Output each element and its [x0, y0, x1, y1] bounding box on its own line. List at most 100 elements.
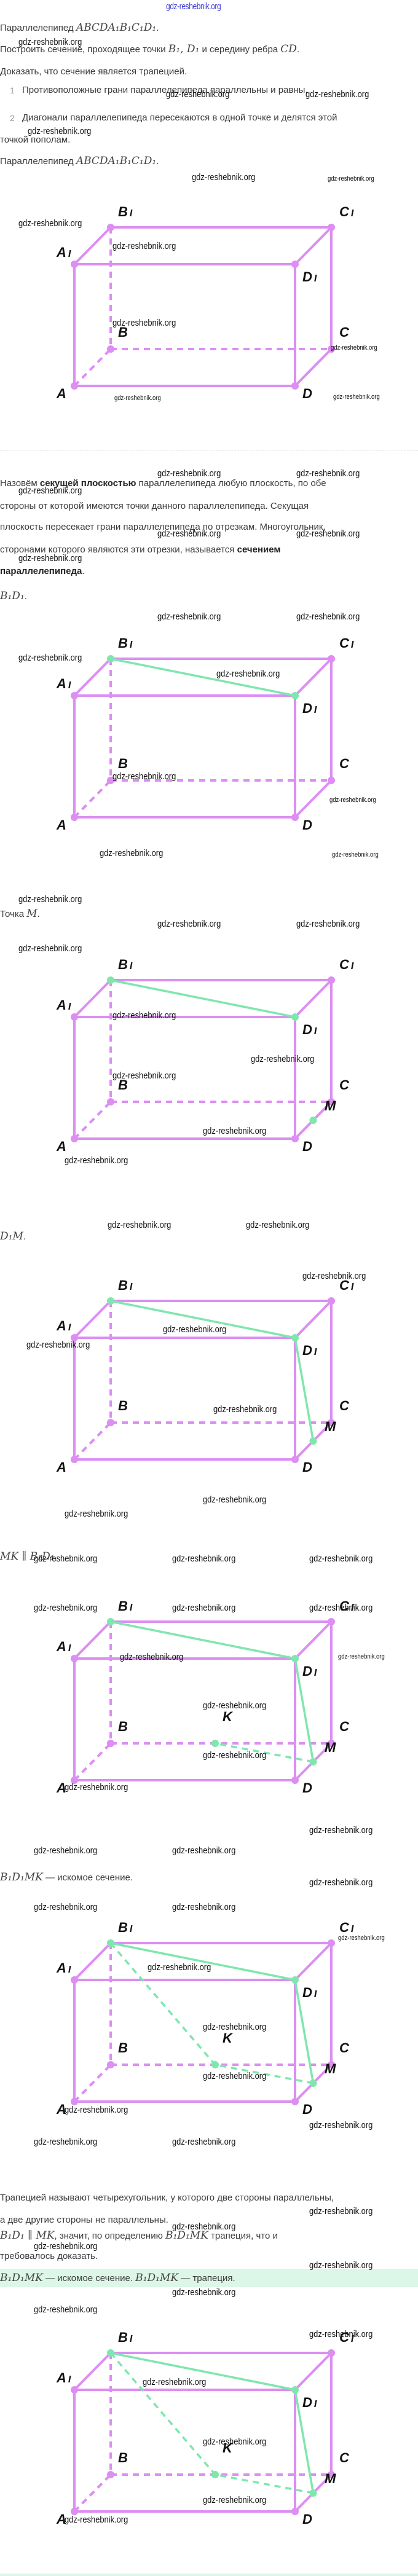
edge-A1B1 — [73, 658, 112, 697]
text-span: плоскость пересекает грани параллелепипе… — [0, 522, 326, 532]
subscript: I — [351, 961, 354, 972]
watermark: gdz-reshebnik.org — [65, 2515, 128, 2525]
watermark: gdz-reshebnik.org — [203, 1126, 267, 1136]
subscript: I — [68, 680, 71, 691]
vertex-label-A: A — [56, 386, 66, 401]
vertex-point-C — [328, 345, 335, 353]
math-expression: M — [26, 908, 37, 920]
vertex-point-B — [107, 777, 114, 784]
watermark: gdz-reshebnik.org — [34, 1845, 98, 1856]
vertex-point-D1 — [291, 1976, 299, 1984]
text-span: . — [54, 1552, 57, 1562]
watermark: gdz-reshebnik.org — [157, 528, 221, 539]
vertex-point-C — [328, 2061, 335, 2068]
vertex-label-D: D — [302, 1780, 312, 1796]
vertex-label-C: C — [339, 324, 350, 340]
text-line-given2: Параллелепипед ABCDA₁B₁C₁D₁. — [0, 155, 159, 168]
text-line-def3: плоскость пересекает грани параллелепипе… — [0, 521, 326, 533]
vertex-point-D1 — [291, 692, 299, 699]
list-number: 2 — [10, 113, 15, 123]
vertex-label-M: M — [325, 2061, 336, 2076]
vertex-point-A1 — [71, 1655, 78, 1662]
vertex-point-B — [107, 2061, 114, 2068]
vertex-point-D1 — [291, 2386, 299, 2393]
math-expression: MK ∥ B₁D₁ — [0, 1550, 55, 1563]
watermark: gdz-reshebnik.org — [203, 2022, 267, 2032]
watermark: gdz-reshebnik.org — [332, 851, 379, 858]
watermark: gdz-reshebnik.org — [172, 1845, 236, 1856]
vertex-point-C — [328, 1419, 335, 1426]
subscript: I — [351, 1924, 354, 1934]
edge-D1C1 — [294, 658, 333, 697]
text-line-step2: Точка M. — [0, 908, 40, 921]
watermark: gdz-reshebnik.org — [296, 468, 360, 479]
math-expression: B₁D₁MK — [0, 2272, 43, 2284]
vertex-point-C1 — [328, 976, 335, 984]
vertex-label-D: D — [302, 386, 312, 401]
watermark: gdz-reshebnik.org — [172, 1553, 236, 1564]
watermark: gdz-reshebnik.org — [172, 1603, 236, 1613]
subscript: I — [314, 2399, 317, 2409]
text-span: трапеция, что и — [208, 2231, 278, 2241]
vertex-label-D: D — [302, 1459, 312, 1475]
bold-term: секущей плоскостью — [39, 478, 136, 489]
subscript: I — [314, 1347, 317, 1357]
subscript: I — [314, 705, 317, 715]
watermark: gdz-reshebnik.org — [251, 1054, 315, 1064]
watermark: gdz-reshebnik.org — [296, 611, 360, 622]
divider — [0, 450, 418, 451]
watermark: gdz-reshebnik.org — [172, 2287, 236, 2298]
subscript: I — [68, 1322, 71, 1333]
point-K — [211, 2061, 219, 2068]
edge-DC — [294, 348, 333, 387]
watermark: gdz-reshebnik.org — [18, 553, 82, 564]
hidden-edge-AB — [73, 2473, 112, 2513]
vertex-point-B1 — [107, 1297, 114, 1305]
edge-DC — [294, 779, 333, 819]
subscript: I — [68, 2374, 71, 2385]
watermark: gdz-reshebnik.org — [120, 1652, 184, 1662]
text-span: а две другие стороны не параллельны. — [0, 2215, 168, 2225]
vertex-label-B: B — [118, 1077, 128, 1093]
text-span: . — [82, 566, 85, 576]
watermark: gdz-reshebnik.org — [309, 2206, 373, 2217]
watermark: gdz-reshebnik.org — [100, 848, 164, 858]
watermark: gdz-reshebnik.org — [112, 318, 176, 328]
subscript: I — [130, 640, 133, 650]
text-span: — трапеция. — [178, 2273, 235, 2283]
watermark: gdz-reshebnik.org — [329, 796, 376, 804]
vertex-point-B1 — [107, 655, 114, 662]
vertex-point-D — [291, 1456, 299, 1463]
text-span: — искомое сечение. — [42, 1872, 133, 1883]
text-span: — искомое сечение. — [42, 2273, 136, 2283]
vertex-label-D: D — [302, 817, 312, 833]
text-span: . — [23, 1231, 26, 1242]
watermark: gdz-reshebnik.org — [34, 1603, 98, 1613]
watermark: gdz-reshebnik.org — [18, 485, 82, 496]
edge-D1C1 — [294, 226, 333, 265]
edge-D1C1 — [294, 2352, 333, 2391]
vertex-label-M: M — [325, 2471, 336, 2486]
watermark: gdz-reshebnik.org — [203, 1700, 267, 1711]
edge-A1B1 — [73, 1620, 112, 1660]
subscript: I — [351, 1603, 354, 1613]
watermark: gdz-reshebnik.org — [309, 2120, 373, 2130]
bold-term: сечением — [237, 544, 281, 555]
subscript: I — [130, 1924, 133, 1934]
subscript: I — [130, 1282, 133, 1292]
watermark: gdz-reshebnik.org — [18, 943, 82, 954]
vertex-label-D: D — [302, 2102, 312, 2117]
watermark: gdz-reshebnik.org — [172, 2221, 236, 2232]
